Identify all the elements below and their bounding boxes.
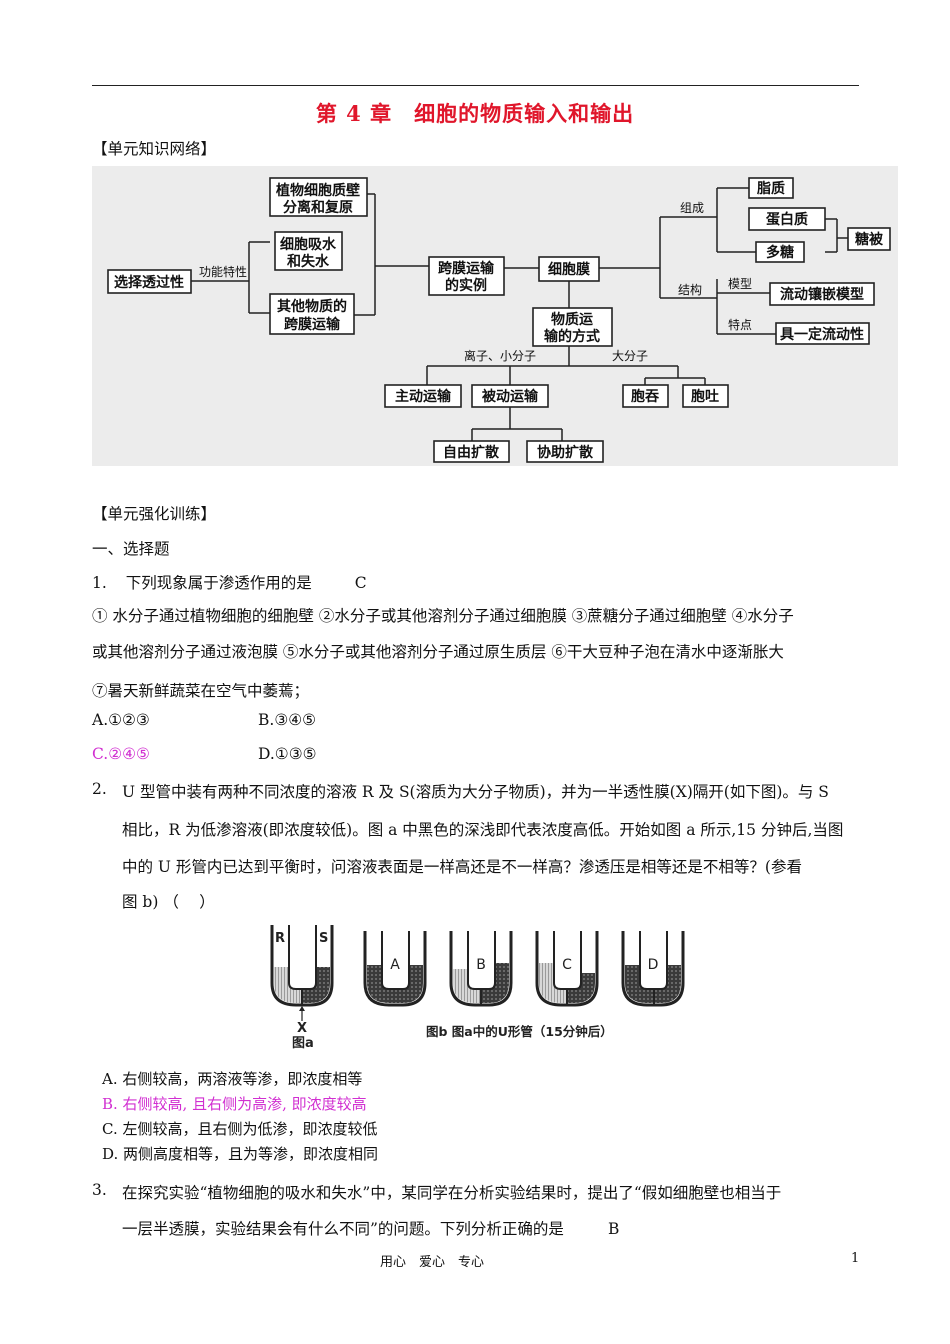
box-model-text: 流动镶嵌模型 bbox=[780, 286, 864, 303]
box-passive-text: 被动运输 bbox=[482, 388, 539, 405]
box-wall-line1: 植物细胞质壁 bbox=[275, 182, 360, 199]
q2-line1: U 型管中装有两种不同浓度的溶液 R 及 S(溶质为大分子物质)，并为一半透性膜… bbox=[122, 783, 829, 801]
q2-line2: 相比，R 为低渗溶液(即浓度较低)。图 a 中黑色的深浅即代表浓度高低。开始如图… bbox=[122, 821, 844, 839]
box-membrane-text: 细胞膜 bbox=[548, 261, 590, 278]
figure-b-caption: 图b 图a中的U形管（15分钟后） bbox=[426, 1024, 613, 1039]
box-example-line1: 跨膜运输 bbox=[438, 260, 495, 277]
tube-label-d: D bbox=[648, 957, 659, 973]
q2-option-a: A. 右侧较高，两溶液等渗，即浓度相等 bbox=[102, 1070, 363, 1088]
chapter-title: 第 4 章 细胞的物质输入和输出 bbox=[315, 101, 635, 126]
q2-line4: 图 b) （ ） bbox=[122, 893, 215, 911]
label-small: 离子、小分子 bbox=[464, 348, 536, 363]
box-exo-text: 胞吐 bbox=[690, 388, 719, 405]
box-protein bbox=[748, 207, 826, 231]
box-active-text: 主动运输 bbox=[395, 388, 452, 405]
box-water-line1: 细胞吸水 bbox=[280, 236, 337, 253]
box-glycocalyx-text: 糖被 bbox=[855, 231, 884, 248]
q1-stem-text: 下列现象属于渗透作用的是 bbox=[125, 574, 312, 592]
q1-option-b: B.③④⑤ bbox=[258, 711, 317, 729]
box-feature bbox=[775, 322, 870, 345]
label-fig-a: 图a bbox=[292, 1036, 314, 1050]
q1-line2: 或其他溶剂分子通过液泡膜 ⑤水分子或其他溶剂分子通过原生质层 ⑥干大豆种子泡在清… bbox=[92, 643, 784, 661]
box-feature-text: 具一定流动性 bbox=[779, 326, 864, 343]
footer-motto: 用心 爱心 专心 bbox=[380, 1255, 485, 1270]
box-example-line2: 的实例 bbox=[445, 277, 487, 294]
label-feature: 特点 bbox=[728, 317, 752, 332]
box-transport-line1: 物质运 bbox=[551, 311, 593, 328]
box-other-line1: 其他物质的 bbox=[277, 298, 347, 315]
q1-number: 1. bbox=[92, 574, 107, 592]
box-passive bbox=[471, 384, 549, 408]
box-membrane bbox=[538, 256, 600, 282]
box-lipid bbox=[748, 177, 794, 199]
label-composition: 组成 bbox=[680, 201, 704, 215]
label-structure: 结构 bbox=[678, 282, 702, 297]
box-water-line2: 和失水 bbox=[287, 253, 330, 270]
page-number: 1 bbox=[851, 1251, 860, 1266]
box-lipid-text: 脂质 bbox=[756, 180, 785, 197]
box-model bbox=[769, 282, 875, 306]
label-function: 功能特性 bbox=[199, 264, 247, 279]
box-water bbox=[274, 231, 343, 271]
q1-line1: ① 水分子通过植物细胞的细胞壁 ②水分子或其他溶剂分子通过细胞膜 ③蔗糖分子通过… bbox=[92, 607, 794, 625]
label-r: R bbox=[275, 931, 285, 946]
box-sugar bbox=[755, 241, 805, 263]
box-wall-line2: 分离和复原 bbox=[283, 199, 353, 216]
box-transport-line2: 输的方式 bbox=[544, 328, 600, 345]
box-wall bbox=[269, 177, 368, 217]
tube-label-c: C bbox=[562, 957, 572, 973]
tube-a bbox=[270, 925, 334, 1021]
tube-label-b: B bbox=[476, 957, 486, 973]
box-other bbox=[269, 293, 355, 335]
tube-option-c bbox=[535, 931, 599, 1007]
part1-heading: 一、选择题 bbox=[92, 540, 170, 558]
box-facilitated bbox=[526, 440, 604, 463]
q1-option-a: A.①②③ bbox=[92, 711, 150, 729]
q1-answer: C bbox=[354, 574, 367, 592]
box-endo bbox=[622, 384, 669, 408]
box-protein-text: 蛋白质 bbox=[766, 211, 808, 228]
box-glycocalyx bbox=[847, 227, 891, 251]
concept-map: 植物细胞质壁 分离和复原 细胞吸水 和失水 其他物质的 跨膜运输 选择透过性 跨… bbox=[92, 166, 898, 466]
box-facilitated-text: 协助扩散 bbox=[537, 444, 594, 461]
q3-number: 3. bbox=[92, 1181, 107, 1199]
q2-number: 2. bbox=[92, 780, 107, 798]
tube-option-b bbox=[449, 931, 513, 1007]
q2-option-c: C. 左侧较高，且右侧为低渗，即浓度较低 bbox=[102, 1120, 378, 1138]
q1-line3: ⑦暑天新鲜蔬菜在空气中萎蔫； bbox=[92, 682, 310, 700]
q1-option-d: D.①③⑤ bbox=[258, 745, 317, 763]
q3-line1: 在探究实验“植物细胞的吸水和失水”中，某同学在分析实验结果时，提出了“假如细胞壁… bbox=[122, 1184, 782, 1202]
q2-line3: 中的 U 形管内已达到平衡时，问溶液表面是一样高还是不一样高？渗透压是相等还是不… bbox=[122, 858, 802, 876]
header-rule bbox=[92, 85, 859, 86]
box-diffusion-text: 自由扩散 bbox=[443, 444, 500, 461]
q1-stem: 1. 下列现象属于渗透作用的是 C bbox=[92, 571, 367, 593]
q2-option-b: B. 右侧较高, 且右侧为高渗, 即浓度较高 bbox=[102, 1095, 367, 1113]
section-training-heading: 【单元强化训练】 bbox=[92, 505, 217, 523]
label-s: S bbox=[319, 931, 328, 946]
box-endo-text: 胞吞 bbox=[630, 388, 659, 405]
box-sugar-text: 多糖 bbox=[766, 244, 794, 261]
q1-option-c: C.②④⑤ bbox=[92, 745, 150, 763]
q3-answer: B bbox=[607, 1220, 620, 1238]
q3-line2: 一层半透膜，实验结果会有什么不同”的问题。下列分析正确的是 B bbox=[122, 1217, 619, 1239]
box-exo bbox=[682, 384, 729, 408]
label-x: X bbox=[297, 1021, 307, 1036]
tube-label-a: A bbox=[390, 957, 400, 973]
u-tube-figure: R S X 图a A B C D 图b 图a中的U形管（15分钟后） bbox=[270, 925, 685, 1050]
q2-option-d: D. 两侧高度相等，且为等渗，即浓度相同 bbox=[102, 1145, 379, 1163]
tube-option-a bbox=[363, 931, 427, 1007]
box-perm-text: 选择透过性 bbox=[114, 274, 184, 291]
box-active bbox=[384, 384, 462, 408]
label-model: 模型 bbox=[728, 277, 752, 291]
box-example bbox=[428, 256, 505, 296]
box-other-line2: 跨膜运输 bbox=[284, 316, 341, 333]
label-large: 大分子 bbox=[612, 349, 648, 363]
box-perm bbox=[107, 269, 192, 294]
box-transport bbox=[532, 307, 613, 347]
box-diffusion bbox=[433, 440, 510, 463]
q3-line2-text: 一层半透膜，实验结果会有什么不同”的问题。下列分析正确的是 bbox=[122, 1220, 564, 1238]
section-network-heading: 【单元知识网络】 bbox=[92, 140, 217, 158]
tube-option-d bbox=[621, 931, 685, 1007]
